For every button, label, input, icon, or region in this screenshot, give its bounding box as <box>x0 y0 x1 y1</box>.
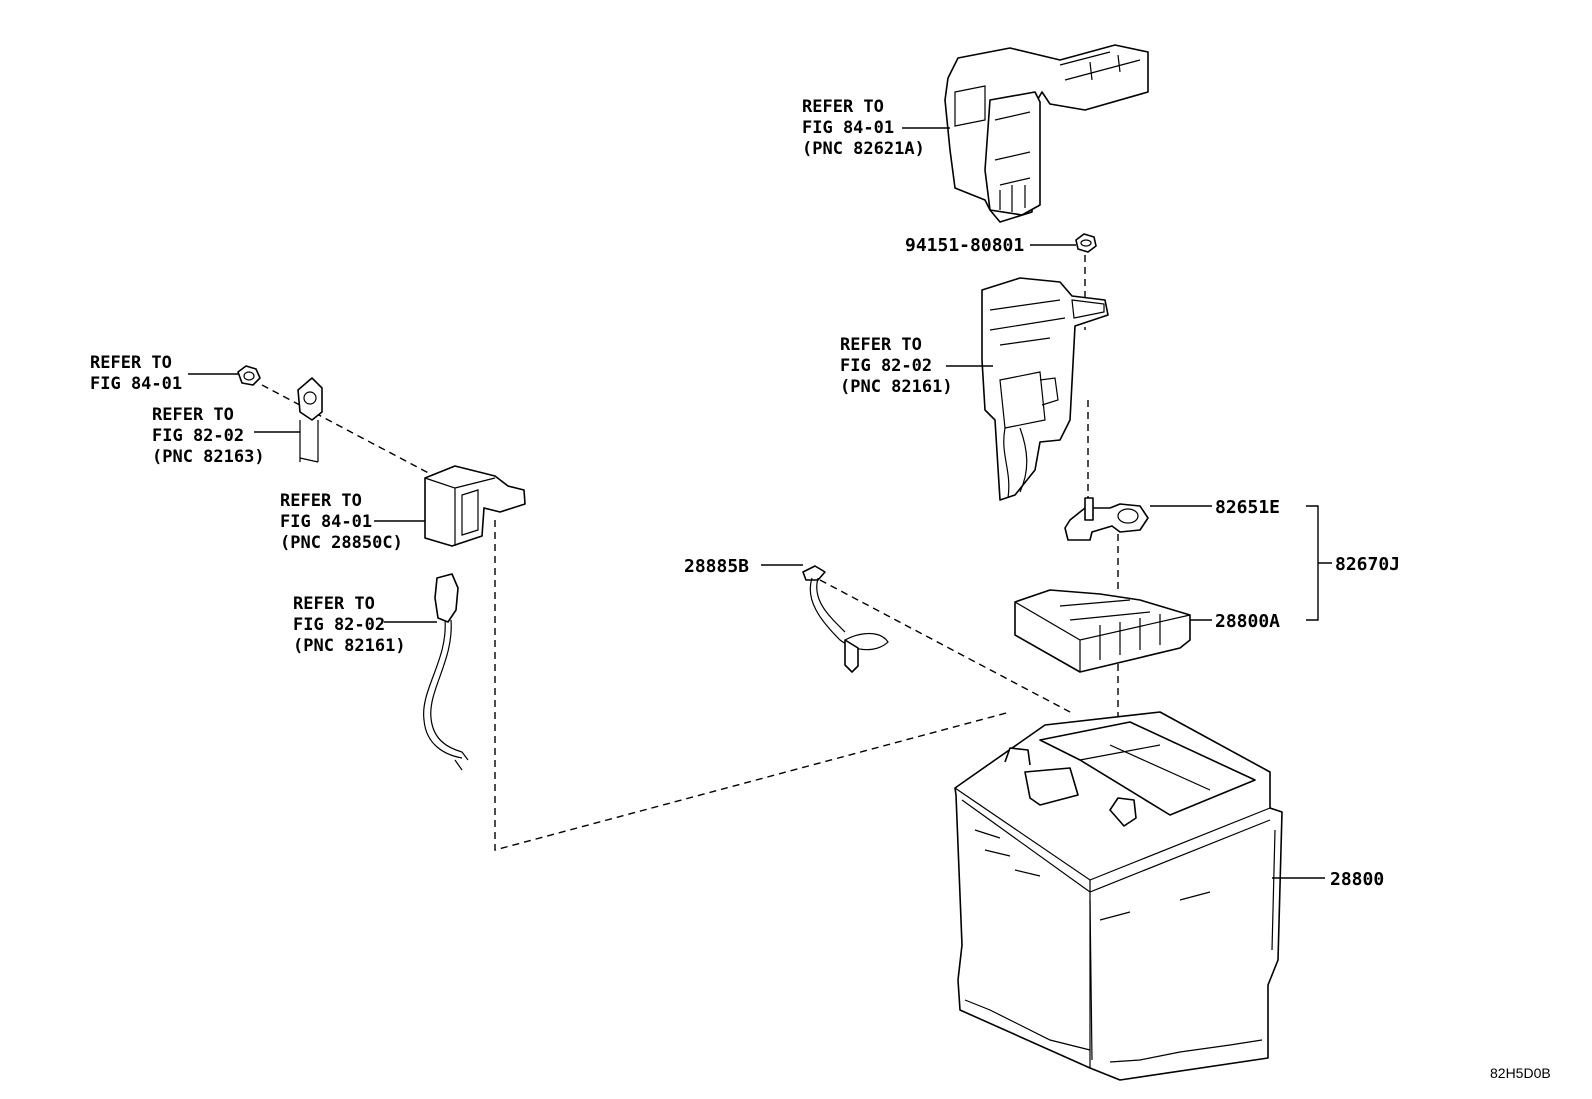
callout-left-terminal: REFER TO FIG 82-02 (PNC 82163) <box>152 405 265 467</box>
callout-line: REFER TO <box>280 491 362 511</box>
part-number-cable[interactable]: 28885B <box>684 556 749 577</box>
callout-line: REFER TO <box>293 594 375 614</box>
callout-left-nut: REFER TO FIG 84-01 <box>90 353 182 394</box>
battery-cable <box>802 565 889 673</box>
left-nut <box>237 365 261 386</box>
callout-line: (PNC 82161) <box>840 377 953 397</box>
hex-nut <box>1075 233 1097 253</box>
positive-terminal <box>297 377 323 463</box>
part-number-tray[interactable]: 28800A <box>1215 611 1280 632</box>
callout-negative-cover: REFER TO FIG 84-01 (PNC 28850C) <box>280 491 403 553</box>
callout-upper-cover: REFER TO FIG 84-01 (PNC 82621A) <box>802 97 925 159</box>
callout-line: FIG 82-02 <box>840 356 932 376</box>
part-number-kit[interactable]: 82670J <box>1335 554 1400 575</box>
fuse-block <box>981 277 1109 501</box>
callout-line: (PNC 28850C) <box>280 533 403 553</box>
callout-nut: 94151-80801 <box>905 235 1024 256</box>
callout-line: (PNC 82621A) <box>802 139 925 159</box>
upper-terminal-cover <box>944 44 1149 223</box>
callout-line: FIG 84-01 <box>802 118 894 138</box>
callout-line: REFER TO <box>152 405 234 425</box>
figure-reference: 82H5D0B <box>1490 1065 1551 1081</box>
callout-line: (PNC 82163) <box>152 447 265 467</box>
callout-line: FIG 82-02 <box>293 615 385 635</box>
callout-fuse-block: REFER TO FIG 82-02 (PNC 82161) <box>840 335 953 397</box>
part-number-battery[interactable]: 28800 <box>1330 869 1384 890</box>
callout-line: (PNC 82161) <box>293 636 406 656</box>
sensor-wire <box>423 573 469 771</box>
callout-line: FIG 82-02 <box>152 426 244 446</box>
battery-clamp <box>1064 497 1149 541</box>
negative-terminal-cover <box>424 465 526 547</box>
callout-line: REFER TO <box>90 353 172 373</box>
callout-line: FIG 84-01 <box>90 374 182 394</box>
callout-sensor-wire: REFER TO FIG 82-02 (PNC 82161) <box>293 594 406 656</box>
part-number-clamp[interactable]: 82651E <box>1215 497 1280 518</box>
leader-lines <box>188 127 1332 879</box>
battery-28800 <box>954 711 1283 1081</box>
callout-line: REFER TO <box>802 97 884 117</box>
battery-tray <box>1014 589 1191 673</box>
callout-line: FIG 84-01 <box>280 512 372 532</box>
callout-line: REFER TO <box>840 335 922 355</box>
